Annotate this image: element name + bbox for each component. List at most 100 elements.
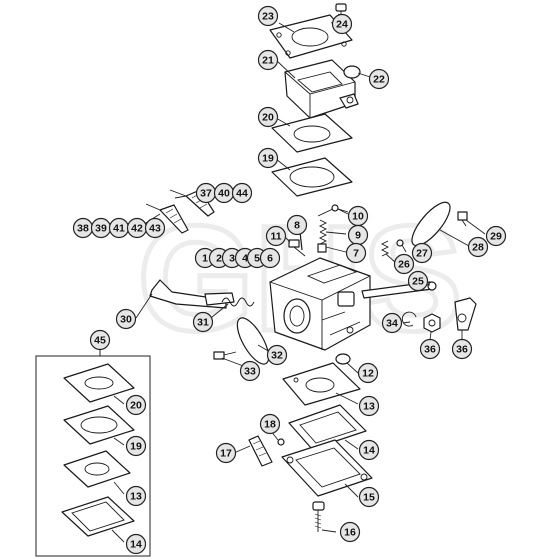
callout-circle [259, 413, 281, 435]
callout-circle [266, 344, 288, 366]
callout-circle [231, 182, 253, 204]
kit-diaphragm [63, 363, 135, 403]
callout-circle [339, 521, 361, 543]
part-screw-left [288, 239, 306, 257]
callout-12: 12 [357, 362, 379, 384]
callout-circle [125, 485, 147, 507]
part-o-ring [343, 65, 361, 79]
callout-38: 38 [72, 217, 94, 239]
callout-circle [257, 106, 279, 128]
callout-number: 30 [120, 314, 132, 326]
callout-circle [407, 270, 429, 292]
callout-45: 45 [89, 329, 111, 351]
callout-circle [125, 435, 147, 457]
callout-39: 39 [90, 217, 112, 239]
callout-7: 7 [345, 242, 367, 264]
callout-number: 16 [344, 527, 356, 539]
callout-number: 21 [262, 55, 274, 67]
callout-number: 40 [218, 188, 230, 200]
callout-22: 22 [368, 68, 390, 90]
callout-33: 33 [239, 360, 261, 382]
part-metering-cover [281, 439, 373, 497]
callout-circle [144, 217, 166, 239]
part-adjust-screw-b [145, 203, 189, 234]
part-e-clip [401, 311, 417, 327]
callout-37: 37 [195, 182, 217, 204]
kit-gasket [63, 405, 135, 445]
callout-number: 8 [294, 220, 300, 232]
part-choke-plate [236, 317, 270, 365]
callout-number: 19 [262, 153, 274, 165]
part-adjust-screw-a [169, 189, 215, 217]
kit-box-group [35, 345, 151, 557]
callout-number: 15 [363, 492, 375, 504]
part-cover-screw [312, 501, 325, 532]
callout-number: 34 [386, 318, 398, 330]
callout-number: 43 [149, 223, 161, 235]
callout-number: 4 [242, 253, 248, 265]
callout-number: 38 [77, 223, 89, 235]
callout-44: 44 [231, 182, 253, 204]
callout-number: 39 [95, 223, 107, 235]
callout-40: 40 [213, 182, 235, 204]
part-plate-screw [457, 211, 468, 227]
callout-circle [357, 362, 379, 384]
callout-number: 41 [113, 223, 125, 235]
callout-number: 36 [456, 344, 468, 356]
part-inlet-lever [317, 204, 349, 217]
callout-number: 6 [267, 253, 273, 265]
part-throttle-lever [454, 297, 477, 331]
callout-19a: 19 [257, 147, 279, 169]
callout-circle [257, 49, 279, 71]
callout-41: 41 [108, 217, 130, 239]
kit-gasket-lower [61, 496, 135, 537]
callout-circle [125, 394, 147, 416]
callout-circle [286, 214, 308, 236]
callout-number: 13 [363, 401, 375, 413]
callout-circle [259, 247, 281, 269]
callout-circle [451, 338, 473, 360]
callout-circle [257, 5, 279, 27]
parts-layer [35, 3, 477, 557]
callout-20a: 20 [257, 106, 279, 128]
part-check-ball [277, 438, 285, 446]
callout-number: 22 [373, 74, 385, 86]
callout-number: 7 [353, 248, 359, 260]
callout-number: 29 [490, 231, 502, 243]
callout-number: 36 [424, 344, 436, 356]
callout-number: 32 [271, 350, 283, 362]
callout-20b: 20 [125, 394, 147, 416]
part-choke-spring [221, 297, 255, 307]
part-lever-spring [317, 219, 328, 253]
callout-number: 13 [130, 491, 142, 503]
callout-number: 12 [362, 368, 374, 380]
callout-circle [239, 360, 261, 382]
callout-13a: 13 [358, 395, 380, 417]
callout-circle [358, 486, 380, 508]
callout-circle [393, 253, 415, 275]
callout-11: 11 [265, 225, 287, 247]
callout-9: 9 [347, 224, 369, 246]
callout-14b: 14 [125, 533, 147, 555]
callout-number: 17 [220, 448, 232, 460]
callout-28: 28 [467, 236, 489, 258]
part-carburetor-body [269, 257, 371, 351]
callout-circle [257, 147, 279, 169]
callout-17: 17 [215, 442, 237, 464]
callout-circle [358, 395, 380, 417]
part-throttle-plate [411, 201, 451, 247]
part-gasket-upper [271, 157, 353, 197]
callout-number: 14 [363, 445, 375, 457]
callout-23: 23 [257, 5, 279, 27]
callout-number: 18 [264, 419, 276, 431]
callout-number: 31 [197, 317, 209, 329]
callout-number: 25 [412, 276, 424, 288]
callout-circle [358, 439, 380, 461]
callout-number: 44 [236, 188, 248, 200]
part-detent-spring [380, 240, 390, 257]
callout-number: 37 [200, 188, 212, 200]
callout-circle [265, 225, 287, 247]
kit-box-frame [35, 355, 151, 557]
part-pump-cover [284, 59, 359, 119]
